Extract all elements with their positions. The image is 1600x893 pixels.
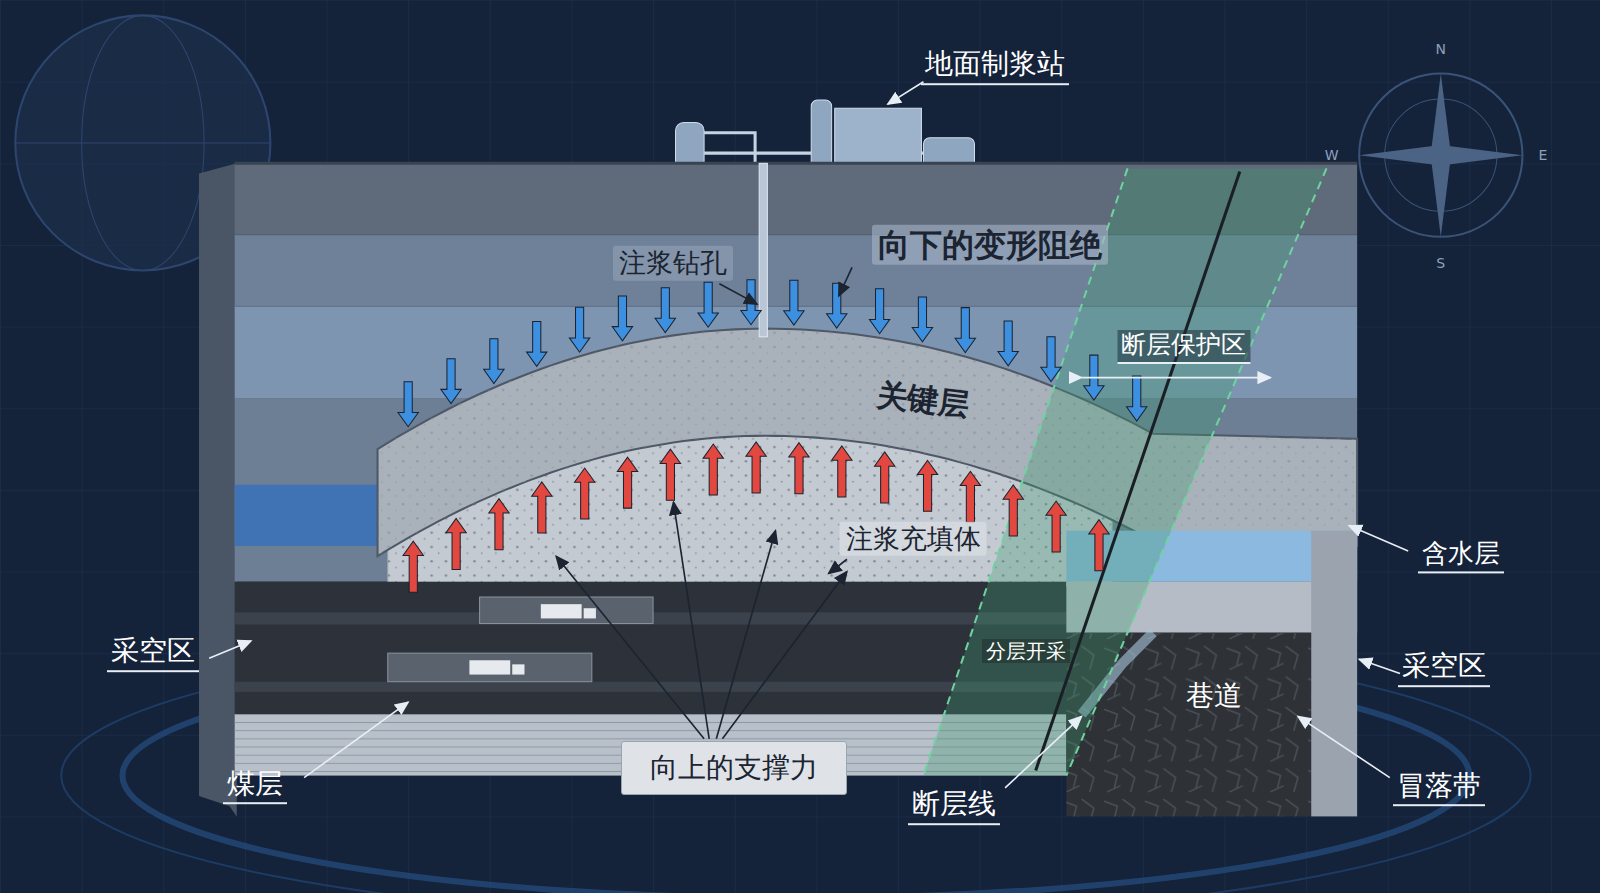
load-arrow — [1041, 337, 1061, 382]
art-rect — [1311, 531, 1357, 817]
support-arrow — [789, 443, 809, 494]
load-arrow — [827, 283, 847, 328]
art-line — [304, 702, 408, 778]
support-arrow — [917, 460, 937, 511]
load-arrow — [527, 322, 547, 367]
support-arrow — [1046, 501, 1066, 552]
load-arrow — [484, 339, 504, 384]
load-arrow — [698, 282, 718, 327]
art-rect — [480, 597, 653, 624]
support-arrow — [660, 449, 680, 500]
load-arrow — [1127, 376, 1147, 421]
art-line — [1298, 716, 1390, 777]
art-line — [1349, 526, 1408, 552]
load-arrow — [955, 308, 975, 353]
support-arrow — [1003, 485, 1023, 536]
callout-label: 采空区 — [107, 634, 199, 672]
truck — [469, 604, 596, 674]
art-g — [398, 280, 1147, 592]
compass-letter: W — [1325, 147, 1339, 164]
art-path — [1359, 145, 1522, 165]
art-polygon — [199, 163, 237, 816]
load-arrow — [741, 280, 761, 325]
support-arrow — [960, 471, 980, 522]
art-line — [829, 559, 847, 573]
leaders-dark — [556, 267, 852, 738]
support-arrow — [746, 442, 766, 493]
support-arrow — [1089, 520, 1109, 571]
load-arrow — [441, 359, 461, 404]
art-line — [1082, 377, 1271, 379]
support-arrow — [446, 518, 466, 569]
art-path — [378, 329, 1358, 557]
art-line — [673, 502, 709, 739]
callout-label: 注浆充填体 — [840, 522, 987, 556]
art-rect — [235, 582, 1067, 715]
callout-label: 冒落带 — [1393, 769, 1485, 807]
load-arrow — [655, 288, 675, 333]
art-rect — [512, 664, 524, 674]
callout-box: 向上的支撑力 — [621, 741, 847, 795]
load-arrow — [912, 297, 932, 342]
art-line — [719, 284, 757, 304]
art-line — [15, 142, 270, 143]
art-line — [235, 162, 1357, 165]
callout-label: 断层保护区 — [1117, 330, 1250, 364]
load-arrow — [784, 280, 804, 325]
callout-text: 向上的支撑力 — [650, 749, 818, 787]
callout-label: 煤层 — [223, 767, 287, 805]
callout-label: 采空区 — [1398, 650, 1490, 688]
art-rect — [541, 604, 582, 618]
load-arrow — [998, 321, 1018, 366]
slurry-plant — [676, 100, 975, 169]
compass-letter: S — [1436, 255, 1445, 272]
art-line — [722, 572, 846, 739]
callout-label: 分层开采 — [982, 639, 1070, 663]
support-arrow — [617, 457, 637, 508]
callout-label: 断层线 — [908, 787, 1000, 825]
art-rect — [235, 485, 398, 546]
callout-label: 含水层 — [1418, 539, 1504, 574]
callout-label: 地面制浆站 — [921, 48, 1069, 86]
compass-letter: N — [1436, 41, 1446, 58]
art-rect — [469, 660, 510, 674]
compass-letter: E — [1538, 147, 1547, 164]
support-arrow — [489, 499, 509, 550]
art-rect — [235, 682, 1067, 692]
art-line — [839, 267, 852, 296]
callout-label: 向下的变形阻绝 — [872, 225, 1108, 265]
load-arrow — [569, 307, 589, 352]
art-circle — [1359, 74, 1522, 237]
load-arrow — [398, 382, 418, 427]
load-arrow — [869, 289, 889, 334]
callout-label: 注浆钻孔 — [613, 246, 733, 280]
art-rect — [811, 100, 831, 169]
support-arrow — [574, 468, 594, 519]
support-arrow — [832, 446, 852, 497]
art-rect — [835, 108, 922, 169]
art-line — [556, 556, 704, 739]
support-arrow — [703, 444, 723, 495]
art-line — [1005, 716, 1082, 787]
art-rect — [388, 653, 592, 682]
support-arrow — [403, 541, 423, 592]
art-line — [888, 82, 924, 104]
load-arrow — [612, 296, 632, 341]
art-line — [1359, 659, 1400, 673]
support-arrow — [874, 452, 894, 503]
callout-label: 巷道 — [1182, 679, 1246, 713]
support-arrow — [532, 482, 552, 533]
art-rect — [584, 608, 596, 618]
art-line — [209, 641, 251, 658]
leaders — [209, 82, 1408, 788]
art-path — [378, 329, 1358, 557]
